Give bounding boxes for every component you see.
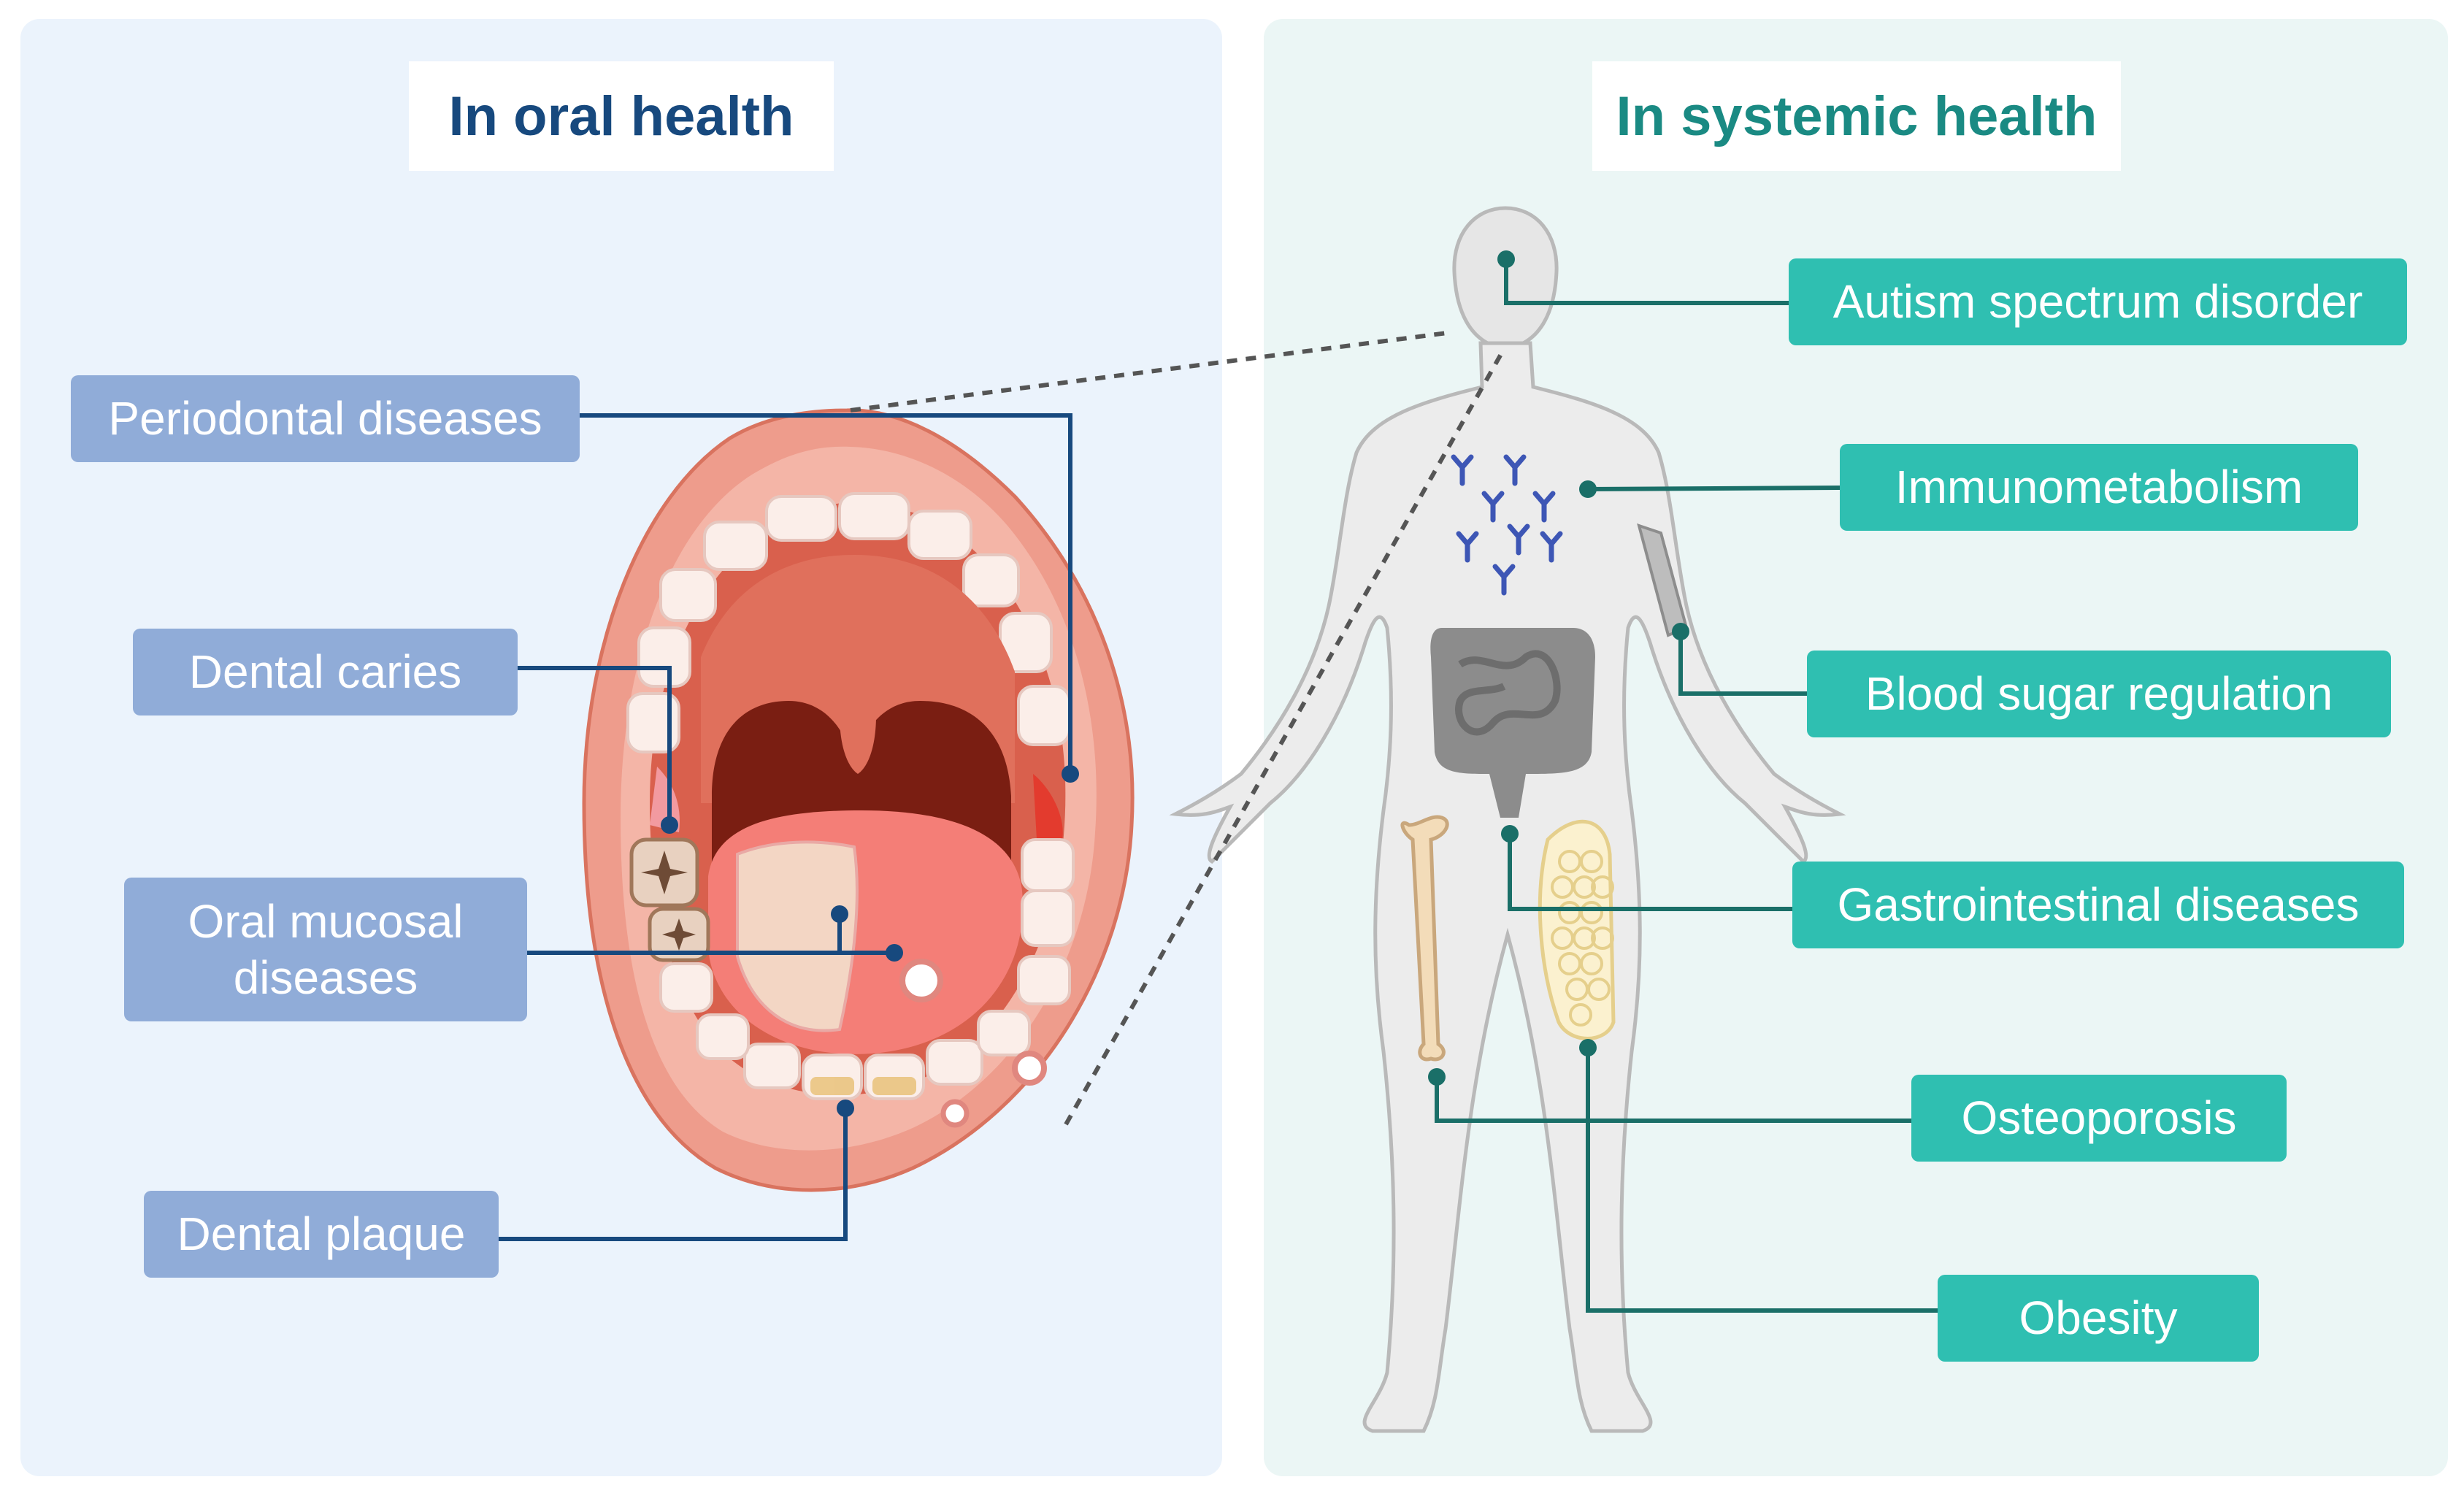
- intestines: [1430, 628, 1595, 818]
- mucosal-ulcers: [899, 959, 1047, 1128]
- human-body-illustration: [1169, 206, 1846, 1433]
- label-osteoporosis: Osteoporosis: [1911, 1075, 2287, 1162]
- antibody-icons: [1451, 454, 1563, 596]
- label-autism-spectrum-disorder: Autism spectrum disorder: [1789, 258, 2407, 345]
- systemic-health-title: In systemic health: [1592, 61, 2121, 171]
- adipose-tissue: [1538, 819, 1616, 1040]
- label-dental-caries: Dental caries: [133, 629, 518, 715]
- uvula: [840, 715, 876, 774]
- label-gastrointestinal-diseases: Gastrointestinal diseases: [1792, 862, 2404, 948]
- oral-systemic-link: [850, 330, 1506, 1126]
- oral-connectors: [496, 413, 1072, 1241]
- label-immunometabolism: Immunometabolism: [1840, 444, 2358, 531]
- systemic-connector-dots: [1428, 250, 1689, 1086]
- oral-health-title: In oral health: [409, 61, 834, 171]
- label-periodontal-diseases: Periodontal diseases: [71, 375, 580, 462]
- femur-bone: [1400, 815, 1449, 1062]
- label-dental-plaque: Dental plaque: [144, 1191, 499, 1278]
- systemic-connectors: [1435, 259, 1938, 1313]
- label-oral-mucosal-diseases: Oral mucosal diseases: [124, 878, 527, 1021]
- label-blood-sugar-regulation: Blood sugar regulation: [1807, 651, 2391, 737]
- oral-connector-dots: [661, 765, 1079, 1117]
- open-mouth-illustration: [582, 408, 1135, 1192]
- upper-teeth: [626, 492, 1071, 753]
- label-obesity: Obesity: [1938, 1275, 2259, 1362]
- carious-molars: [629, 837, 710, 962]
- plaque-deposits: [810, 1077, 916, 1095]
- lower-teeth: [659, 838, 1075, 1100]
